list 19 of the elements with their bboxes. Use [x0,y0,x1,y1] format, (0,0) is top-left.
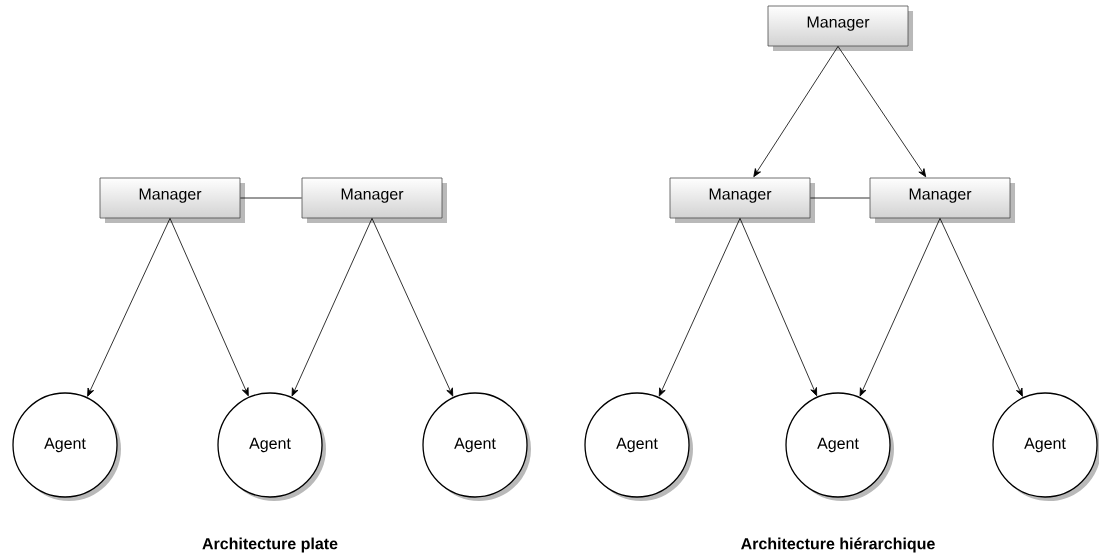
manager-box: Manager [301,177,447,223]
diagram-caption: Architecture hiérarchique [741,537,935,553]
arrow [658,218,741,397]
diagram-caption: Architecture plate [202,537,338,553]
arrow [371,218,454,397]
connector-line [240,197,302,199]
manager-box: Manager [869,177,1015,223]
arrow [87,218,171,397]
connector-line [810,197,870,199]
arrow [859,218,941,397]
arrow [837,46,927,178]
arrow [739,218,818,397]
manager-box: Manager [767,5,913,51]
arrow [169,218,249,397]
manager-box: Manager [99,177,245,223]
arrow [939,218,1023,397]
manager-box: Manager [669,177,815,223]
arrow [753,46,839,178]
arrow [291,218,373,397]
